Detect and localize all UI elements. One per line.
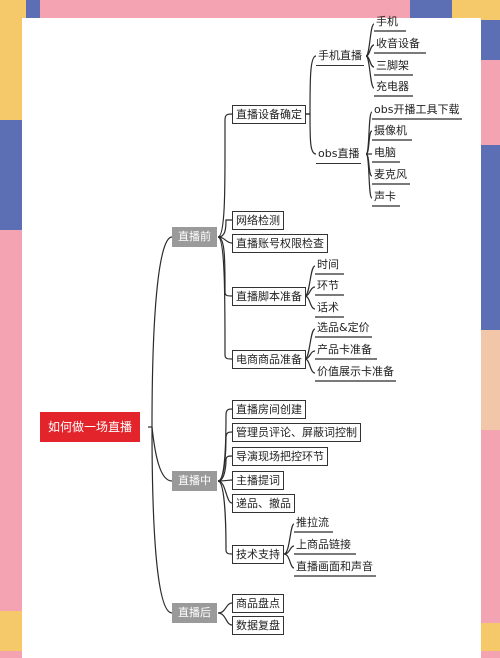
- goods-item: 产品卡准备: [317, 343, 372, 356]
- obs-item: 声卡: [374, 190, 396, 203]
- tech-item: 推拉流: [296, 516, 329, 529]
- inventory-node: 商品盘点: [232, 594, 284, 613]
- obs-item: 麦克风: [374, 168, 407, 181]
- director-node: 导演现场把控环节: [232, 447, 328, 466]
- phase-during: 直播中: [172, 471, 217, 491]
- goods-node: 电商商品准备: [232, 350, 306, 369]
- account-node: 直播账号权限检查: [232, 234, 328, 253]
- admin-node: 管理员评论、屏蔽词控制: [232, 423, 361, 442]
- phone-item: 收音设备: [376, 37, 420, 50]
- obs-live-node: obs直播: [316, 145, 362, 164]
- goods-item: 选品&定价: [317, 321, 370, 334]
- tech-item: 直播画面和声音: [296, 560, 373, 573]
- script-item: 时间: [317, 258, 339, 271]
- phone-live-node: 手机直播: [316, 47, 364, 66]
- script-item: 话术: [317, 301, 339, 314]
- obs-item: obs开播工具下载: [374, 103, 460, 116]
- background-shape: [0, 611, 22, 651]
- background-shape: [452, 0, 500, 20]
- background-shape: [0, 0, 26, 120]
- tech-node: 技术支持: [232, 545, 284, 564]
- phone-item: 充电器: [376, 80, 409, 93]
- equipment-node: 直播设备确定: [232, 105, 306, 124]
- network-node: 网络检测: [232, 211, 284, 230]
- root-node: 如何做一场直播: [40, 412, 141, 442]
- script-item: 环节: [317, 279, 339, 292]
- phone-item: 手机: [376, 15, 398, 28]
- background-shape: [480, 145, 500, 375]
- background-shape: [480, 330, 500, 430]
- products-node: 递品、撤品: [232, 494, 295, 513]
- room-node: 直播房间创建: [232, 400, 306, 419]
- tech-item: 上商品链接: [296, 538, 351, 551]
- phase-before: 直播前: [172, 227, 217, 247]
- goods-item: 价值展示卡准备: [317, 365, 394, 378]
- prompt-node: 主播提词: [232, 471, 284, 490]
- phone-item: 三脚架: [376, 59, 409, 72]
- obs-item: 电脑: [374, 146, 396, 159]
- data-review-node: 数据复盘: [232, 616, 284, 635]
- phase-after: 直播后: [172, 603, 217, 623]
- obs-item: 摄像机: [374, 124, 407, 137]
- script-node: 直播脚本准备: [232, 287, 306, 306]
